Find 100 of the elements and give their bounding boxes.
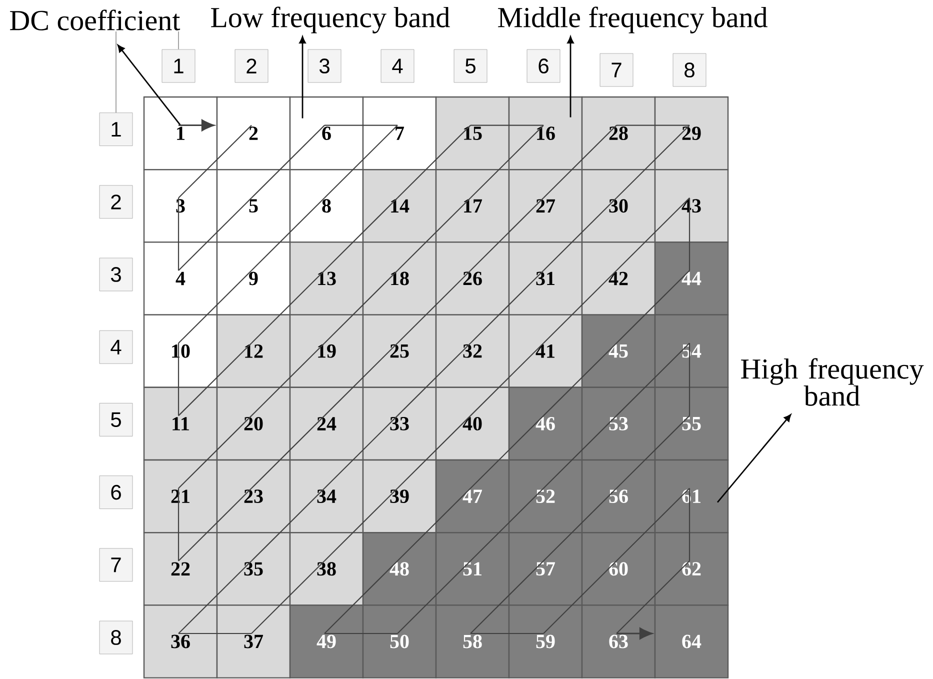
scan-line	[324, 124, 398, 198]
scan-line	[470, 342, 544, 416]
scan-line	[470, 124, 544, 198]
grid-cell: 8	[289, 169, 364, 243]
grid-cell: 50	[362, 604, 437, 678]
grid-cell: 29	[654, 96, 729, 170]
grid-cell: 34	[289, 459, 364, 534]
column-index-box: 8	[672, 53, 706, 87]
grid-cell: 14	[362, 169, 437, 243]
band-label: Middle frequency band	[498, 6, 768, 34]
grid-cell: 6	[289, 96, 364, 170]
scan-line	[178, 342, 252, 416]
scan-line	[251, 560, 325, 634]
scan-line	[324, 488, 398, 562]
scan-line	[251, 342, 325, 416]
grid-cell: 47	[435, 459, 510, 534]
scan-line	[178, 488, 252, 562]
grid-cell: 46	[508, 386, 583, 461]
scan-line	[470, 415, 544, 489]
grid-cell: 17	[435, 169, 510, 243]
leader-arrow	[716, 414, 792, 503]
scan-line	[178, 560, 252, 634]
scan-line	[324, 270, 398, 344]
grid-cell: 51	[435, 532, 510, 606]
scan-line	[324, 198, 398, 271]
grid-cell: 42	[581, 242, 656, 316]
scan-line	[543, 560, 617, 634]
grid-cell: 30	[581, 169, 656, 243]
scan-line	[616, 415, 690, 489]
scan-line	[251, 198, 325, 271]
column-index-box: 5	[454, 49, 488, 83]
row-index-box: 6	[99, 476, 133, 509]
scan-line	[251, 415, 325, 489]
grid-cell: 41	[508, 314, 583, 388]
grid-cell: 48	[362, 532, 437, 606]
scan-line	[251, 270, 325, 344]
grid-cell: 16	[508, 96, 583, 170]
scan-line	[616, 342, 690, 416]
row-index-box: 3	[99, 258, 133, 292]
band-label: Low frequency band	[211, 6, 450, 34]
scan-line	[178, 488, 180, 561]
scan-line	[616, 488, 690, 562]
scan-line	[178, 632, 252, 634]
scan-line	[470, 632, 544, 634]
scan-line	[178, 198, 252, 271]
scan-line	[616, 270, 690, 344]
row-index-box: 4	[99, 330, 133, 364]
column-index-box: 6	[526, 49, 560, 83]
scan-line	[178, 415, 252, 489]
scan-line	[470, 198, 544, 271]
grid-cell: 60	[581, 532, 656, 606]
grid-cell: 23	[216, 459, 291, 534]
scan-line	[543, 342, 617, 416]
scan-line	[178, 343, 180, 416]
grid-cell: 56	[581, 459, 656, 534]
scan-line	[543, 198, 617, 271]
scan-line	[397, 415, 471, 489]
band-label: DC coefficient	[10, 10, 180, 30]
grid-cell: 49	[289, 604, 364, 678]
grid-cell: 27	[508, 169, 583, 243]
scan-line	[543, 415, 617, 489]
grid-cell: 36	[143, 604, 218, 678]
scan-line	[616, 198, 690, 271]
grid-cell: 44	[654, 242, 729, 316]
grid-cell: 58	[435, 604, 510, 678]
grid-cell: 12	[216, 314, 291, 388]
scan-line	[616, 124, 690, 198]
grid-cell: 22	[143, 532, 218, 606]
grid-cell: 20	[216, 386, 291, 461]
grid-cell: 31	[508, 242, 583, 316]
scan-line	[178, 270, 252, 344]
scan-line	[470, 488, 544, 562]
grid-cell: 2	[216, 96, 291, 170]
grid-cell: 45	[581, 314, 656, 388]
scan-line	[324, 342, 398, 416]
scan-line	[178, 198, 180, 270]
scan-line	[470, 270, 544, 344]
grid-cell: 25	[362, 314, 437, 388]
grid-cell: 64	[654, 604, 729, 678]
grid-cell: 37	[216, 604, 291, 678]
scan-line	[616, 560, 690, 634]
grid-cell: 15	[435, 96, 510, 170]
scan-arrow	[616, 628, 652, 640]
row-index-box: 1	[99, 112, 133, 146]
band-label: High frequency band	[741, 358, 924, 406]
row-index-box: 7	[99, 548, 133, 582]
scan-line	[688, 343, 690, 416]
scan-line	[543, 124, 617, 198]
scan-line	[251, 488, 325, 562]
grid-cell: 35	[216, 532, 291, 606]
column-index-box: 3	[308, 49, 342, 83]
scan-line	[397, 342, 471, 416]
grid-cell: 1	[143, 96, 218, 170]
scan-line	[543, 270, 617, 344]
row-index-box: 8	[99, 620, 133, 654]
grid-cell: 24	[289, 386, 364, 461]
scan-line	[543, 488, 617, 562]
grid-cell: 13	[289, 242, 364, 316]
grid-cell: 40	[435, 386, 510, 461]
scan-line	[688, 198, 690, 270]
